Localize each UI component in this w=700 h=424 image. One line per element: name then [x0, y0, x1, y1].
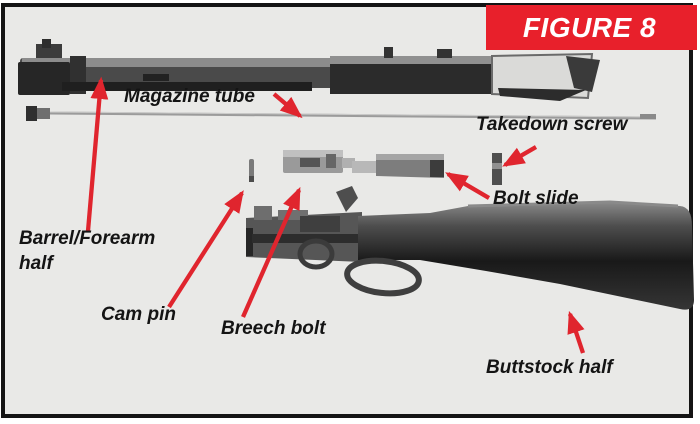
callout-arrows: [85, 76, 586, 354]
barrel-forearm-arrow: [85, 76, 109, 232]
takedown-screw-arrow: [502, 145, 538, 167]
takedown-screw-photo: [492, 153, 502, 185]
label-bolt-slide: Bolt slide: [493, 188, 579, 209]
cam-pin-photo: [249, 159, 254, 182]
magazine-tube-photo: [26, 106, 657, 121]
magazine-tube-arrow: [272, 92, 303, 119]
breech-bolt-arrow: [241, 186, 301, 318]
label-takedown-screw: Takedown screw: [476, 114, 628, 135]
label-breech-bolt: Breech bolt: [221, 318, 326, 339]
buttstock-arrow: [567, 310, 586, 354]
cam-pin-arrow: [167, 190, 244, 309]
bolt-slide-photo: [352, 154, 444, 178]
label-buttstock-half: Buttstock half: [486, 357, 613, 378]
bolt-slide-arrow: [445, 172, 491, 200]
figure-label-box: FIGURE 8: [486, 5, 697, 50]
label-magazine-tube: Magazine tube: [124, 86, 255, 107]
label-cam-pin: Cam pin: [101, 304, 176, 325]
figure-title: FIGURE 8: [522, 11, 657, 43]
receiver-buttstock-photo: [246, 186, 694, 310]
barrel-forearm-photo: [18, 39, 600, 101]
breech-bolt-photo: [283, 150, 355, 173]
label-barrel-forearm-half: Barrel/Forearm half: [19, 228, 156, 274]
